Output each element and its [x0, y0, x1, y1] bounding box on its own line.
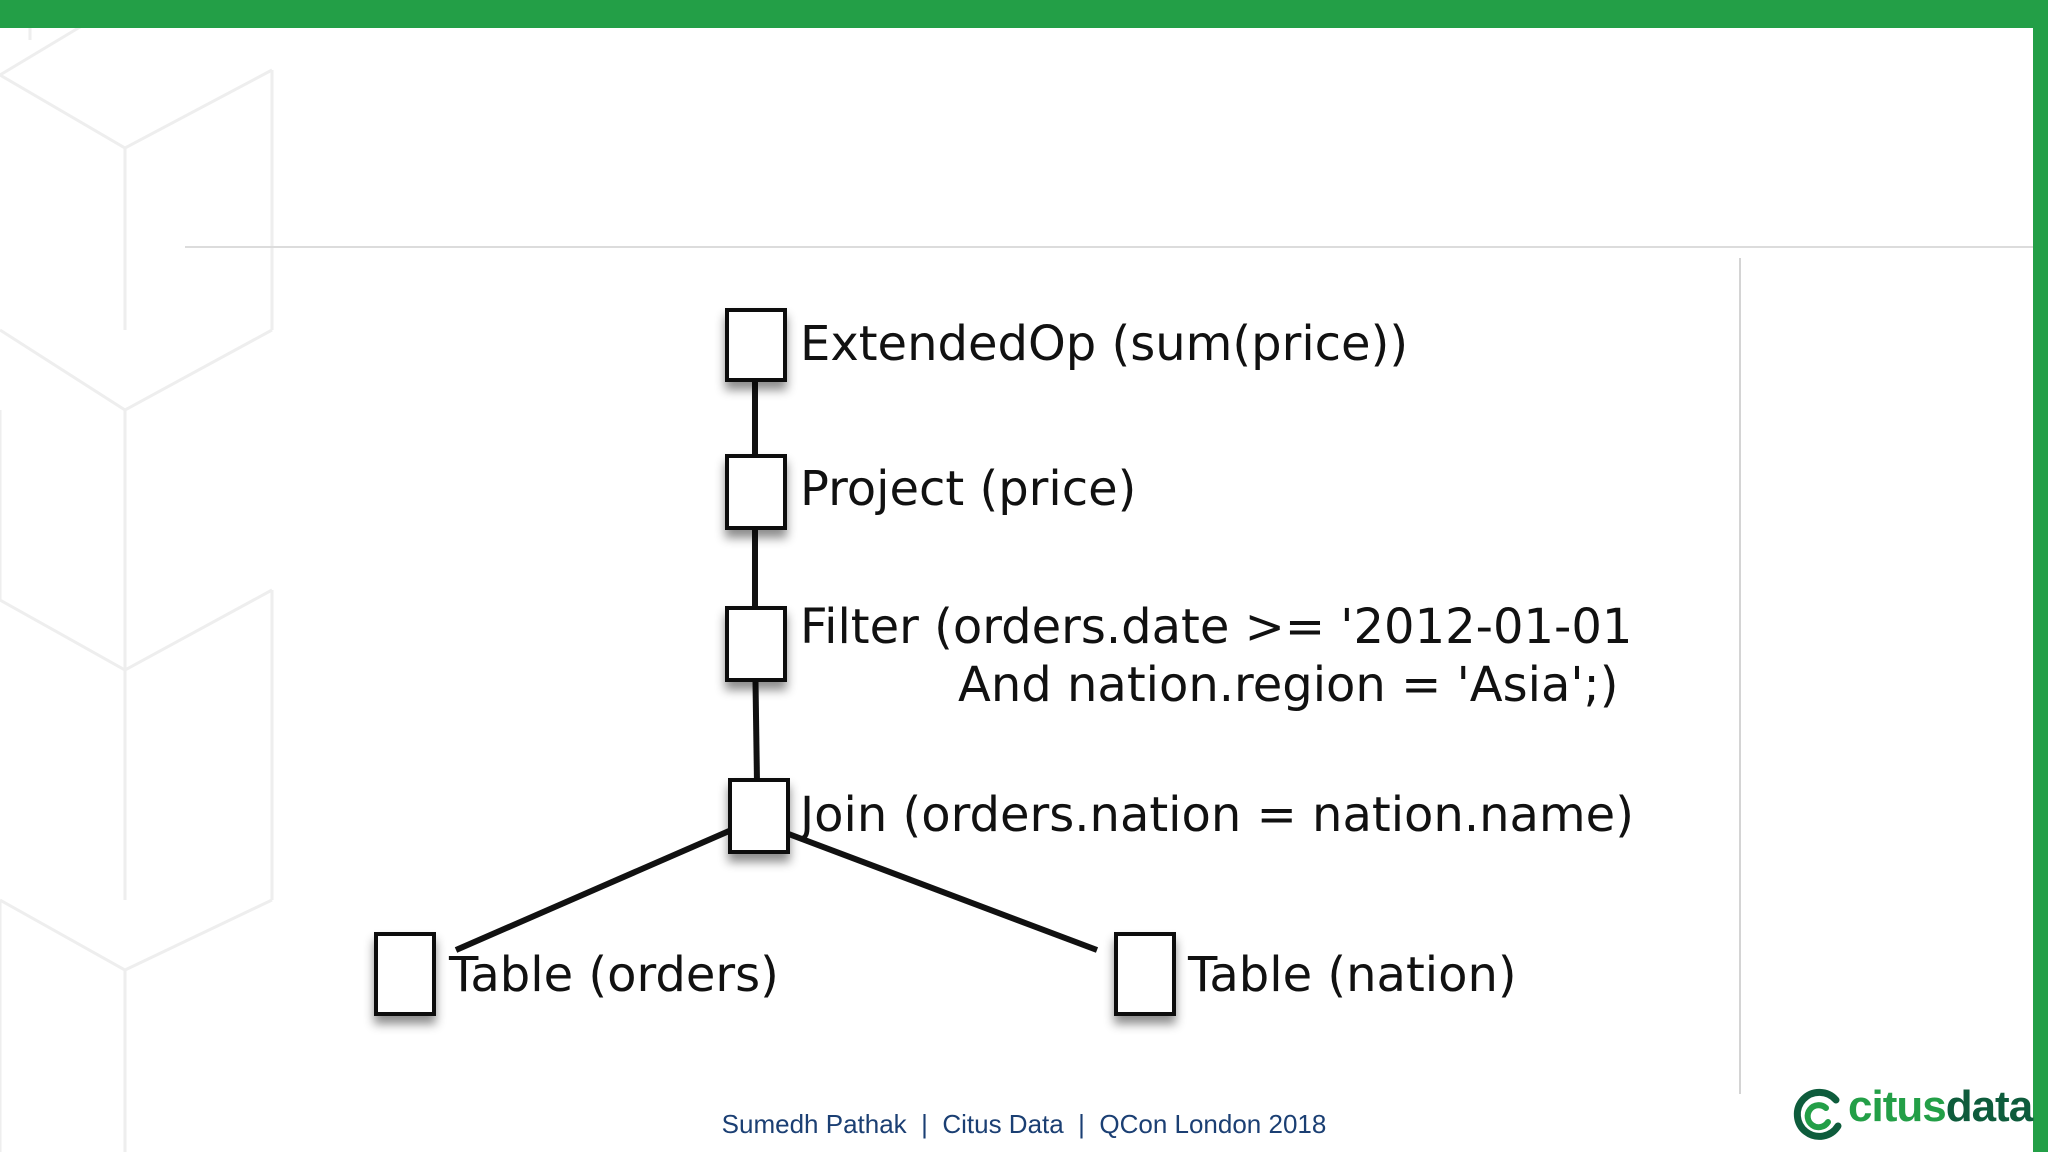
node-label-join: Join (orders.nation = nation.name)	[797, 787, 1634, 843]
node-box-join	[728, 778, 790, 854]
node-box-extendedop	[725, 308, 787, 382]
node-label-filter-line2: And nation.region = 'Asia';)	[958, 657, 1618, 713]
node-box-table-nation	[1114, 932, 1176, 1016]
node-label-project: Project (price)	[800, 461, 1136, 517]
node-label-table-nation: Table (nation)	[1187, 947, 1517, 1003]
citusdata-logo: citusdata	[1790, 1082, 2033, 1142]
node-box-filter	[725, 606, 787, 682]
title-divider	[185, 246, 2033, 248]
right-accent-bar	[2033, 0, 2048, 1152]
edge-join-table-nation	[784, 830, 1099, 953]
node-box-project	[725, 454, 787, 530]
top-accent-bar	[0, 0, 2048, 28]
hexagon-background-pattern	[0, 0, 274, 1152]
edge-join-table-orders	[454, 825, 738, 953]
citus-swirl-icon	[1793, 1088, 1842, 1140]
node-label-filter-line1: Filter (orders.date >= '2012-01-01	[800, 599, 1632, 655]
logo-wordmark: citusdata	[1848, 1082, 2033, 1132]
logo-wordmark-citus: citus	[1848, 1082, 1947, 1131]
node-label-table-orders: Table (orders)	[448, 947, 779, 1003]
logo-wordmark-data: data	[1945, 1082, 2033, 1131]
footer-credits: Sumedh Pathak | Citus Data | QCon London…	[721, 1109, 1327, 1139]
node-label-extendedop: ExtendedOp (sum(price))	[800, 316, 1408, 372]
diagram-panel	[316, 258, 1741, 1094]
node-box-table-orders	[374, 932, 436, 1016]
query-plan-diagram: ExtendedOp (sum(price)) Project (price) …	[374, 308, 1634, 1016]
